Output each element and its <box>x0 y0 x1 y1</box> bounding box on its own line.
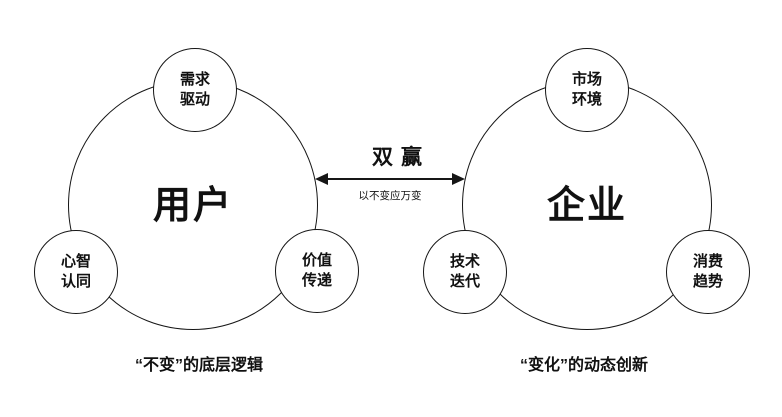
satellite-tech-iteration-line2: 迭代 <box>449 273 480 290</box>
arrowhead-left-icon <box>315 173 328 185</box>
satellite-demand-driven: 需求 驱动 <box>153 48 237 132</box>
satellite-market-environment-line2: 环境 <box>571 91 602 108</box>
satellite-tech-iteration: 技术 迭代 <box>423 230 507 314</box>
satellite-value-delivery-line1: 价值 <box>301 252 332 269</box>
arrow-line <box>326 178 454 180</box>
satellite-consumption-trend: 消费 趋势 <box>666 230 750 314</box>
satellite-market-environment: 市场 环境 <box>545 48 629 132</box>
right-caption: “变化”的动态创新 <box>519 357 648 374</box>
connector-subtitle: 以不变应万变 <box>358 190 422 202</box>
arrowhead-right-icon <box>452 173 465 185</box>
satellite-value-delivery-line2: 传递 <box>301 272 332 289</box>
winwin-title: 双赢 <box>372 146 430 169</box>
satellite-consumption-trend-line2: 趋势 <box>692 273 723 290</box>
left-caption: “不变”的底层逻辑 <box>134 357 263 374</box>
user-core-label: 用户 <box>152 184 233 227</box>
satellite-consumption-trend-line1: 消费 <box>692 253 723 270</box>
satellite-value-delivery: 价值 传递 <box>275 229 359 313</box>
satellite-tech-iteration-line1: 技术 <box>449 253 480 270</box>
enterprise-core-label: 企业 <box>546 184 627 227</box>
satellite-demand-driven-line1: 需求 <box>179 71 210 88</box>
satellite-mind-identity-line1: 心智 <box>60 253 91 270</box>
satellite-market-environment-line1: 市场 <box>571 71 602 88</box>
satellite-mind-identity-line2: 认同 <box>60 273 91 290</box>
satellite-demand-driven-line2: 驱动 <box>179 91 210 108</box>
double-arrow-icon <box>315 172 465 186</box>
satellite-mind-identity: 心智 认同 <box>34 230 118 314</box>
